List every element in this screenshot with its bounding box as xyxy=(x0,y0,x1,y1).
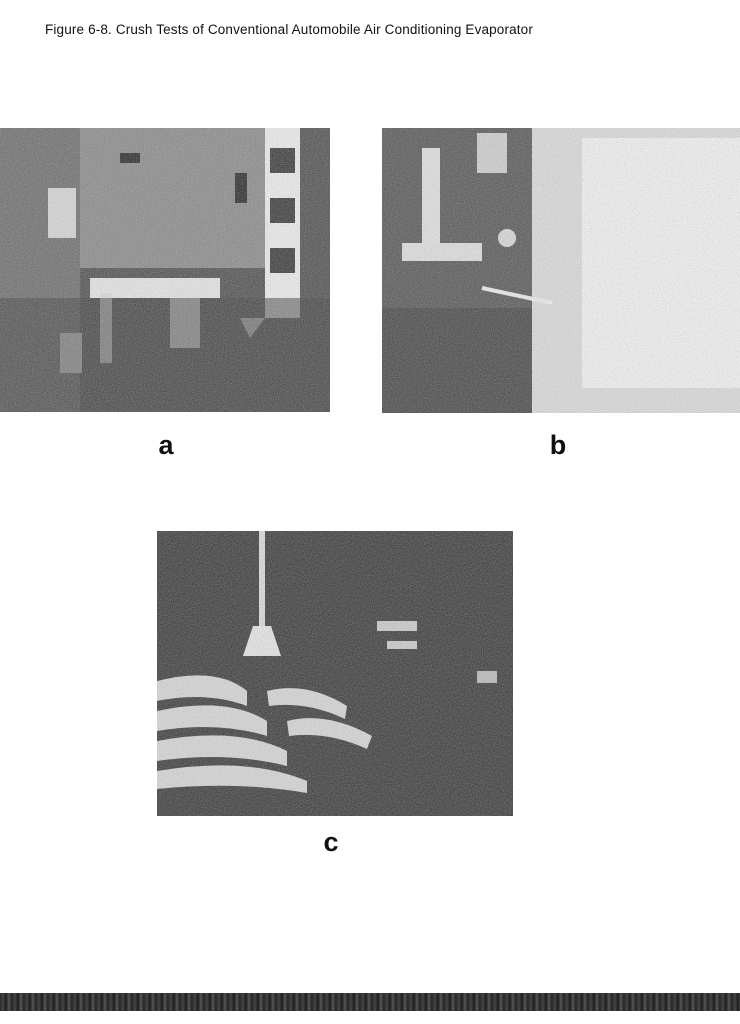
photo-label-b: b xyxy=(549,430,567,460)
photo-c xyxy=(157,531,513,816)
photo-b xyxy=(382,128,740,413)
evaporator-crush-closeup-image xyxy=(157,531,513,816)
photo-label-a: a xyxy=(158,430,174,460)
photo-label-c: c xyxy=(323,827,339,857)
figure-caption: Figure 6-8. Crush Tests of Conventional … xyxy=(45,22,533,37)
photo-a xyxy=(0,128,330,412)
crush-test-rig-image xyxy=(0,128,330,412)
scan-edge-strip xyxy=(0,993,740,1011)
crush-test-fixture-image xyxy=(382,128,740,413)
